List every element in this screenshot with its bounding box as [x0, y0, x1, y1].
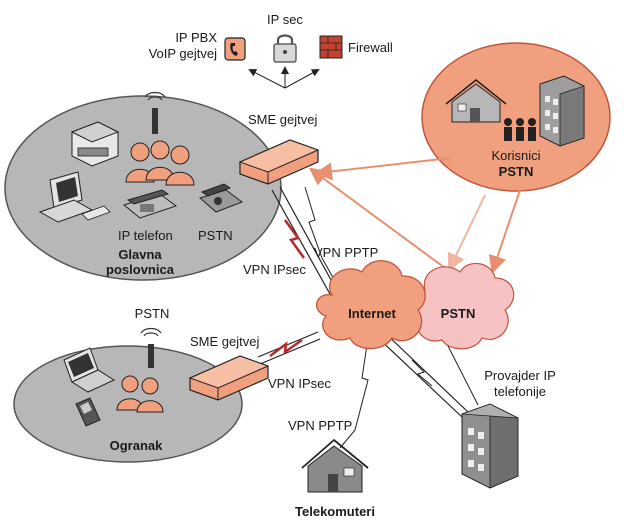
- feature-arrows: [248, 66, 320, 89]
- branch-antenna-icon: [140, 327, 162, 368]
- label-sme-gateway-main: SME gejtvej: [248, 112, 317, 127]
- printer-icon: [70, 121, 120, 167]
- label-firewall: Firewall: [348, 40, 393, 55]
- label-vpn-pptp-tele: VPN PPTP: [288, 418, 352, 433]
- ip-phone-icon: [122, 189, 178, 219]
- main-sme-gateway: [238, 139, 320, 185]
- label-ip-telefon: IP telefon: [118, 228, 173, 243]
- label-telekomuteri: Telekomuteri: [295, 504, 375, 519]
- antenna-icon: [144, 91, 166, 134]
- pstn-arrows: [308, 157, 521, 274]
- firewall-icon: [319, 35, 343, 59]
- label-vpn-pptp-main: VPN PPTP: [314, 245, 378, 260]
- branch-sme-gateway: [188, 355, 270, 401]
- label-vpn-ipsec-main: VPN IPsec: [243, 262, 306, 277]
- label-poslovnica: poslovnica: [106, 262, 175, 277]
- label-vpn-ipsec-branch: VPN IPsec: [268, 376, 331, 391]
- telecommuter-link: [339, 337, 369, 449]
- pstn-users-people-icon: [504, 118, 536, 141]
- label-ip-pbx: IP PBX: [175, 30, 217, 45]
- telecommuter-house-icon: [301, 438, 369, 493]
- people-icon: [125, 140, 195, 186]
- building-icon: [539, 75, 585, 147]
- mobile-phone-icon: [75, 397, 101, 427]
- label-korisnici: Korisnici: [491, 148, 540, 163]
- lock-icon: [273, 34, 297, 63]
- label-ip-sec: IP sec: [267, 12, 303, 27]
- label-provider-telefonije: telefonije: [494, 384, 546, 399]
- provider-link: [375, 331, 469, 418]
- label-ogranak: Ogranak: [110, 438, 164, 453]
- house-icon: [445, 79, 507, 123]
- phone-icon: [224, 37, 246, 61]
- branch-people-icon: [116, 375, 164, 413]
- label-internet: Internet: [348, 306, 396, 321]
- label-voip-gateway: VoIP gejtvej: [149, 46, 218, 61]
- label-korisnici-pstn: PSTN: [499, 164, 534, 179]
- label-provider: Provajder IP: [484, 368, 556, 383]
- label-glavna: Glavna: [118, 247, 162, 262]
- label-pstn-branch: PSTN: [135, 306, 170, 321]
- label-pstn-main: PSTN: [198, 228, 233, 243]
- pstn-provider-link: [444, 339, 479, 406]
- label-sme-gateway-branch: SME gejtvej: [190, 334, 259, 349]
- provider-building-icon: [461, 403, 519, 489]
- label-pstn-cloud: PSTN: [441, 306, 476, 321]
- vpn-pptp-link: [304, 186, 341, 291]
- branch-sme-internet-link: [257, 331, 321, 365]
- computer-icon: [38, 171, 111, 223]
- pstn-phone-icon: [198, 183, 244, 213]
- laptop-icon: [63, 347, 116, 393]
- internet-cloud: [316, 260, 426, 350]
